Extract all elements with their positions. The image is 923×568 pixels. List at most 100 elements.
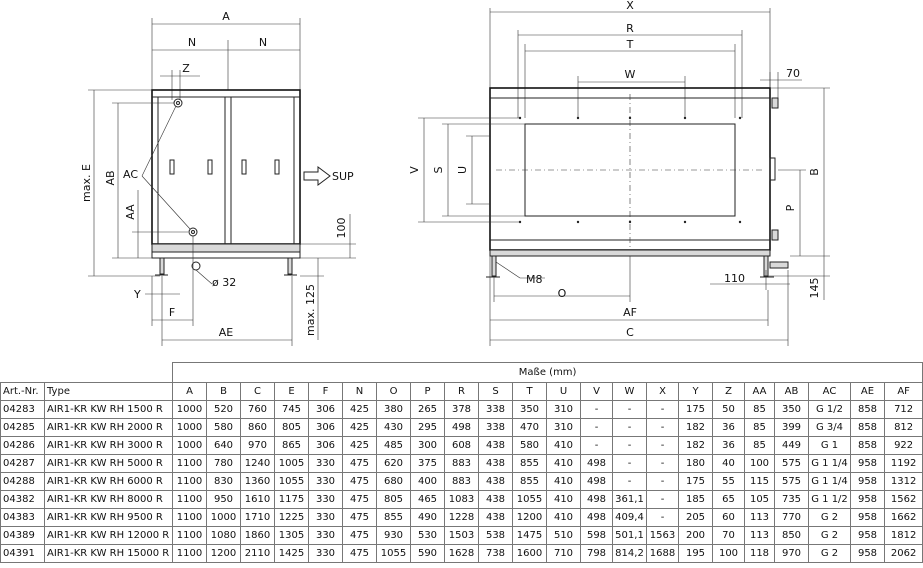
table-cell: 1312 [883, 472, 923, 491]
table-cell: 1860 [240, 526, 275, 545]
table-cell: 113 [744, 526, 775, 545]
table-cell: 735 [774, 490, 809, 509]
table-cell: 425 [342, 400, 377, 419]
table-cell: G 1 [808, 436, 851, 455]
table-cell: 105 [744, 490, 775, 509]
column-header: Type [44, 382, 173, 401]
table-cell: 1240 [240, 454, 275, 473]
table-cell: G 1 1/4 [808, 454, 851, 473]
table-cell: 04287 [0, 454, 45, 473]
table-cell: 306 [308, 436, 343, 455]
table-cell: 850 [774, 526, 809, 545]
table-cell: 1100 [172, 490, 207, 509]
table-cell: AIR1-KR KW RH 9500 R [44, 508, 173, 527]
table-cell: 1562 [883, 490, 923, 509]
table-cell: G 1 1/4 [808, 472, 851, 491]
dim-maxE-label: max. E [80, 164, 93, 202]
table-cell: 780 [206, 454, 241, 473]
table-group-header-row: Maße (mm) [0, 362, 923, 383]
column-header: E [274, 382, 309, 401]
table-cell: 113 [744, 508, 775, 527]
dim-AB-label: AB [104, 170, 117, 185]
table-cell: - [612, 400, 647, 419]
dim-Z-label: Z [182, 62, 190, 75]
table-cell: 1100 [172, 508, 207, 527]
table-group-header: Maße (mm) [171, 362, 923, 383]
table-cell: 399 [774, 418, 809, 437]
dim-M8-label: M8 [526, 273, 543, 286]
table-cell: 115 [744, 472, 775, 491]
table-cell: 185 [678, 490, 713, 509]
dim-R-label: R [626, 22, 634, 35]
table-cell: 501,1 [612, 526, 647, 545]
table-cell: 1080 [206, 526, 241, 545]
table-cell: - [580, 418, 613, 437]
table-cell: 1000 [172, 418, 207, 437]
table-cell: 1100 [172, 544, 207, 563]
table-cell: 1000 [172, 400, 207, 419]
table-cell: 330 [308, 490, 343, 509]
table-cell: - [612, 472, 647, 491]
column-header: X [646, 382, 679, 401]
table-cell: G 3/4 [808, 418, 851, 437]
table-cell: 1425 [274, 544, 309, 563]
table-cell: 475 [342, 508, 377, 527]
table-cell: 400 [410, 472, 445, 491]
table-cell: - [646, 454, 679, 473]
table-cell: 205 [678, 508, 713, 527]
dim-X-label: X [626, 0, 634, 12]
table-cell: - [646, 436, 679, 455]
table-cell: 330 [308, 454, 343, 473]
table-cell: 04286 [0, 436, 45, 455]
table-cell: 438 [478, 454, 513, 473]
table-cell: 60 [712, 508, 745, 527]
table-cell: 858 [850, 400, 885, 419]
table-cell: 958 [850, 526, 885, 545]
dim-C-label: C [626, 326, 634, 339]
table-cell: 1175 [274, 490, 309, 509]
table-cell: 830 [206, 472, 241, 491]
table-cell: 425 [342, 436, 377, 455]
table-cell: 475 [342, 472, 377, 491]
label-SUP: SUP [332, 170, 354, 183]
table-cell: 970 [774, 544, 809, 563]
table-cell: 475 [342, 490, 377, 509]
table-cell: 410 [546, 472, 581, 491]
table-cell: 295 [410, 418, 445, 437]
table-cell: G 2 [808, 544, 851, 563]
table-cell: 598 [580, 526, 613, 545]
table-cell: 85 [744, 436, 775, 455]
table-cell: 306 [308, 400, 343, 419]
table-cell: 498 [580, 472, 613, 491]
table-cell: 1000 [206, 508, 241, 527]
table-cell: 498 [580, 490, 613, 509]
table-cell: - [580, 436, 613, 455]
dim-N-left-label: N [188, 36, 196, 49]
table-cell: AIR1-KR KW RH 5000 R [44, 454, 173, 473]
table-cell: 1100 [172, 454, 207, 473]
table-cell: 1360 [240, 472, 275, 491]
technical-drawing: A N N Z m [80, 0, 830, 346]
table-cell: - [580, 400, 613, 419]
table-cell: 1083 [444, 490, 479, 509]
dim-AE-label: AE [219, 326, 234, 339]
column-header: V [580, 382, 613, 401]
table-cell: 2110 [240, 544, 275, 563]
table-cell: 310 [546, 418, 581, 437]
table-cell: 590 [410, 544, 445, 563]
table-cell: - [612, 418, 647, 437]
dim-max125-label: max. 125 [304, 284, 317, 336]
dim-110-label: 110 [724, 272, 745, 285]
table-cell: 04283 [0, 400, 45, 419]
table-cell: 1005 [274, 454, 309, 473]
table-cell: 1662 [883, 508, 923, 527]
table-cell: 1055 [376, 544, 411, 563]
table-cell: - [646, 490, 679, 509]
